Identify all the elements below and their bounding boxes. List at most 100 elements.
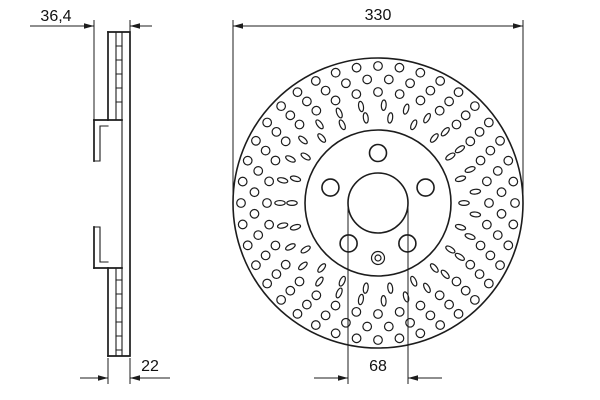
vent-hole (469, 101, 480, 112)
vent-hole (394, 333, 405, 344)
vent-hole (453, 308, 464, 319)
dimension-center-bore: 68 (314, 207, 442, 384)
hub-circle (304, 129, 452, 277)
vent-hole (434, 105, 445, 116)
vent-hole (242, 240, 253, 251)
vent-hole (496, 208, 507, 219)
center-bore-label: 68 (369, 358, 387, 375)
vent-hole (242, 155, 253, 166)
vent-hole (264, 176, 275, 187)
vent-slot (410, 119, 418, 131)
vent-hole (510, 198, 520, 208)
vent-hole (292, 87, 303, 98)
section-width-label: 36,4 (40, 8, 71, 25)
vent-hole (373, 61, 383, 71)
vent-slot (315, 119, 324, 130)
vent-hole (415, 300, 426, 311)
vent-hole (237, 176, 248, 187)
vent-hole (373, 87, 383, 97)
vent-hole (341, 78, 351, 89)
vent-slot (357, 293, 365, 306)
vent-hole (330, 67, 341, 78)
vent-slot (315, 276, 324, 287)
vent-slot (338, 119, 346, 131)
vent-hole (351, 89, 362, 100)
section-outline (107, 31, 131, 357)
vent-slot (380, 99, 387, 111)
vent-slot (445, 152, 456, 161)
bolt-hole (321, 178, 340, 197)
vent-slot (440, 127, 450, 137)
vent-hole (435, 320, 446, 330)
vent-hole (508, 219, 519, 230)
vent-hole (262, 278, 273, 289)
vent-hole (496, 187, 507, 198)
vent-hole (260, 145, 271, 156)
vent-hole (249, 208, 260, 219)
vent-slot (423, 112, 431, 124)
bolt-hole (339, 234, 358, 253)
vent-hole (294, 119, 305, 130)
section-vent-vanes (115, 45, 123, 351)
vent-hole (271, 269, 282, 280)
vent-hole (394, 62, 405, 73)
section-view (93, 31, 131, 357)
vent-hole (481, 176, 492, 187)
vent-hole (444, 299, 455, 310)
vent-slot (286, 200, 298, 207)
vent-hole (485, 250, 496, 261)
vent-hole (260, 250, 271, 261)
vent-hole (495, 135, 505, 146)
vent-hole (253, 230, 264, 240)
screw-hole-inner (374, 254, 382, 262)
vent-hole (276, 294, 287, 305)
vent-hole (394, 306, 405, 317)
vent-slot (276, 222, 289, 229)
vent-slot (298, 261, 308, 271)
vent-slot (380, 295, 387, 307)
vent-hole (453, 87, 464, 98)
vent-hole (405, 317, 415, 328)
vent-slot (289, 223, 302, 231)
vent-hole (383, 74, 394, 85)
vent-hole (330, 328, 341, 339)
vent-hole (330, 95, 341, 106)
vent-hole (503, 240, 514, 251)
vent-slot (423, 282, 431, 294)
dimension-outer-diameter: 330 (232, 7, 524, 203)
dim-36-extension-lines (93, 20, 131, 122)
vent-hole (465, 136, 476, 147)
dim-330-extension-lines (232, 20, 524, 203)
vent-hole (351, 333, 362, 344)
vent-hole (351, 306, 362, 317)
vent-hole (270, 240, 281, 251)
vent-hole (236, 198, 246, 208)
vent-hole (310, 76, 321, 86)
vent-hole (503, 155, 514, 166)
vent-slot (362, 112, 369, 124)
vent-hole (483, 117, 494, 128)
vent-hole (394, 89, 405, 100)
vent-slot (317, 263, 327, 273)
vent-slot (440, 269, 450, 280)
vent-slot (285, 155, 296, 163)
vent-hole (484, 198, 494, 208)
vent-hole (405, 78, 415, 89)
vent-slot (464, 166, 476, 174)
vent-hole (276, 101, 287, 112)
vent-hole (483, 278, 494, 289)
vent-slot (317, 133, 327, 143)
vent-hole (341, 317, 351, 328)
dim-22-arrow-left (98, 375, 108, 381)
vent-slot (454, 252, 465, 261)
vent-hole (330, 300, 341, 311)
vent-hole (465, 259, 476, 270)
vent-hole (285, 110, 296, 121)
vent-slot (357, 100, 365, 113)
vent-slot (387, 282, 394, 294)
vent-hole (351, 62, 362, 73)
vent-slot (298, 135, 308, 145)
vent-hole (492, 230, 503, 240)
vent-hole (425, 85, 436, 96)
